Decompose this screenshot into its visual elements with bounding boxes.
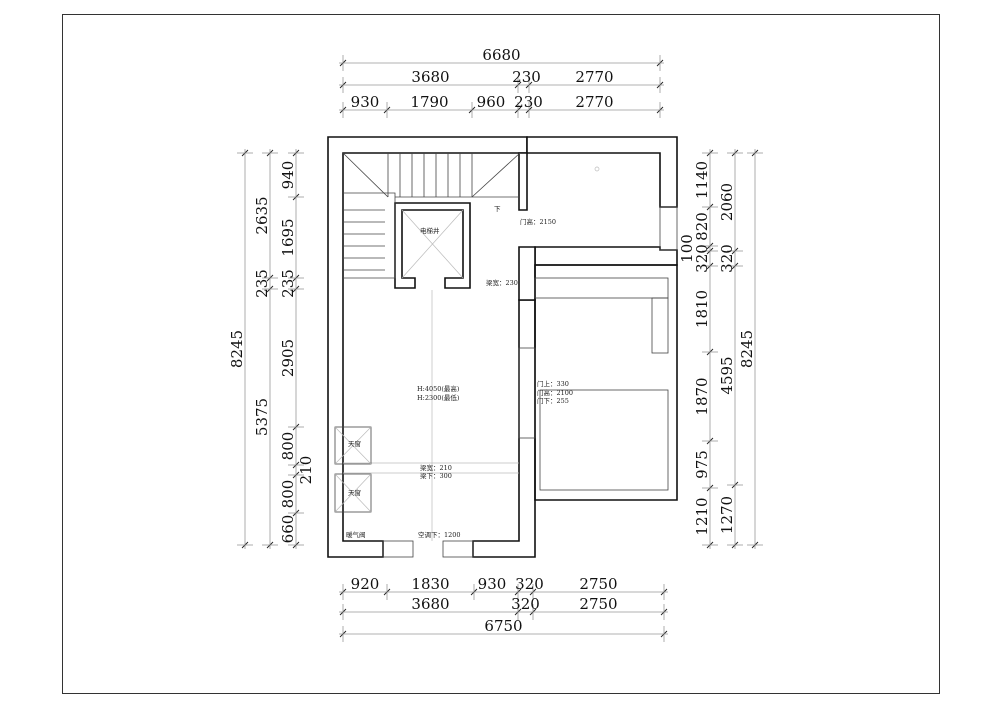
bottom-dim-middle-value: 3680 — [411, 595, 449, 613]
bottom-dim-detail-value: 2750 — [579, 575, 617, 593]
ac-below-label: 空调下：1200 — [418, 530, 461, 539]
right-dim-detail-value: 1140 — [693, 161, 711, 199]
walls — [327, 136, 678, 558]
bottom-dim-detail-value: 320 — [515, 575, 544, 593]
bottom-dim-middle-value: 2750 — [579, 595, 617, 613]
valve-label: 暖气阀 — [346, 530, 366, 539]
beam-width-top-label: 梁宽：230 — [486, 278, 518, 287]
left-dim-detail-value: 210 — [297, 456, 315, 485]
right-dim-overall-value: 8245 — [738, 330, 756, 368]
top-dim-middle-value: 3680 — [411, 68, 449, 86]
stair-down-label: 下 — [494, 205, 501, 213]
door-below-label: 门下：255 — [537, 396, 569, 405]
left-dim-detail-value: 940 — [279, 161, 297, 190]
right-dim-detail-value: 100 — [678, 234, 696, 263]
right-dim-middle-value: 1270 — [718, 496, 736, 534]
left-dim-detail-value: 800 — [279, 480, 297, 509]
bottom-dim-detail-value: 920 — [351, 575, 380, 593]
right-dim-detail-value: 820 — [693, 212, 711, 241]
left-dim-middle-value: 235 — [253, 269, 271, 298]
top-dim-middle-value: 2770 — [575, 68, 613, 86]
drawing-frame — [62, 14, 940, 694]
right-dim-detail-value: 975 — [693, 450, 711, 479]
skylight-label: 天窗 — [348, 488, 361, 497]
right-dim-detail-value: 1810 — [693, 290, 711, 328]
skylight-label: 天窗 — [348, 439, 361, 448]
left-dim-detail-value: 2905 — [279, 339, 297, 377]
left-dim-detail-value: 660 — [279, 515, 297, 544]
top-dim-detail-value: 2770 — [575, 93, 613, 111]
room-labels: 电梯井 下 门高：2150 梁宽：230 H:4050(最高) H:2300(最… — [346, 205, 573, 539]
right-dim-middle-value: 4595 — [718, 356, 736, 394]
top-dim-overall-value: 6680 — [482, 46, 520, 64]
bottom-dim-middle-value: 320 — [511, 595, 540, 613]
left-dim-overall-value: 8245 — [228, 330, 246, 368]
bottom-dim-detail-value: 930 — [478, 575, 507, 593]
right-dim-detail-value: 1210 — [693, 497, 711, 535]
beam-width-label: 梁宽：210 — [420, 463, 452, 472]
right-dim-detail-value: 320 — [693, 244, 711, 273]
left-dim-detail-value: 235 — [279, 269, 297, 298]
top-dim-detail-value: 230 — [514, 93, 543, 111]
height-min-label: H:2300(最低) — [417, 393, 460, 402]
door-height-label: 门高：2100 — [537, 388, 573, 397]
top-dim-detail-value: 930 — [351, 93, 380, 111]
left-dim-detail-value: 1695 — [279, 218, 297, 256]
right-dim-middle-value: 2060 — [718, 183, 736, 221]
left-dim-middle-value: 2635 — [253, 196, 271, 234]
bottom-dim-overall-value: 6750 — [484, 617, 522, 635]
top-dim-detail-value: 960 — [477, 93, 506, 111]
left-dim-detail-value: 800 — [279, 432, 297, 461]
top-dim-detail-value: 1790 — [410, 93, 448, 111]
beam-below-label: 梁下：300 — [420, 471, 452, 480]
top-dim-middle-value: 230 — [512, 68, 541, 86]
right-dim-middle-value: 320 — [718, 244, 736, 273]
door-height-top-label: 门高：2150 — [520, 217, 556, 226]
dimension-lines: 6680 3680 230 2770 930 1790 960 230 2770 920 1830 9… — [228, 46, 763, 642]
height-max-label: H:4050(最高) — [417, 384, 460, 393]
door-above-label: 门上：330 — [537, 379, 569, 388]
right-dim-detail-value: 1870 — [693, 377, 711, 415]
elevator-label: 电梯井 — [420, 226, 440, 235]
bottom-dim-detail-value: 1830 — [411, 575, 449, 593]
left-dim-middle-value: 5375 — [253, 398, 271, 436]
